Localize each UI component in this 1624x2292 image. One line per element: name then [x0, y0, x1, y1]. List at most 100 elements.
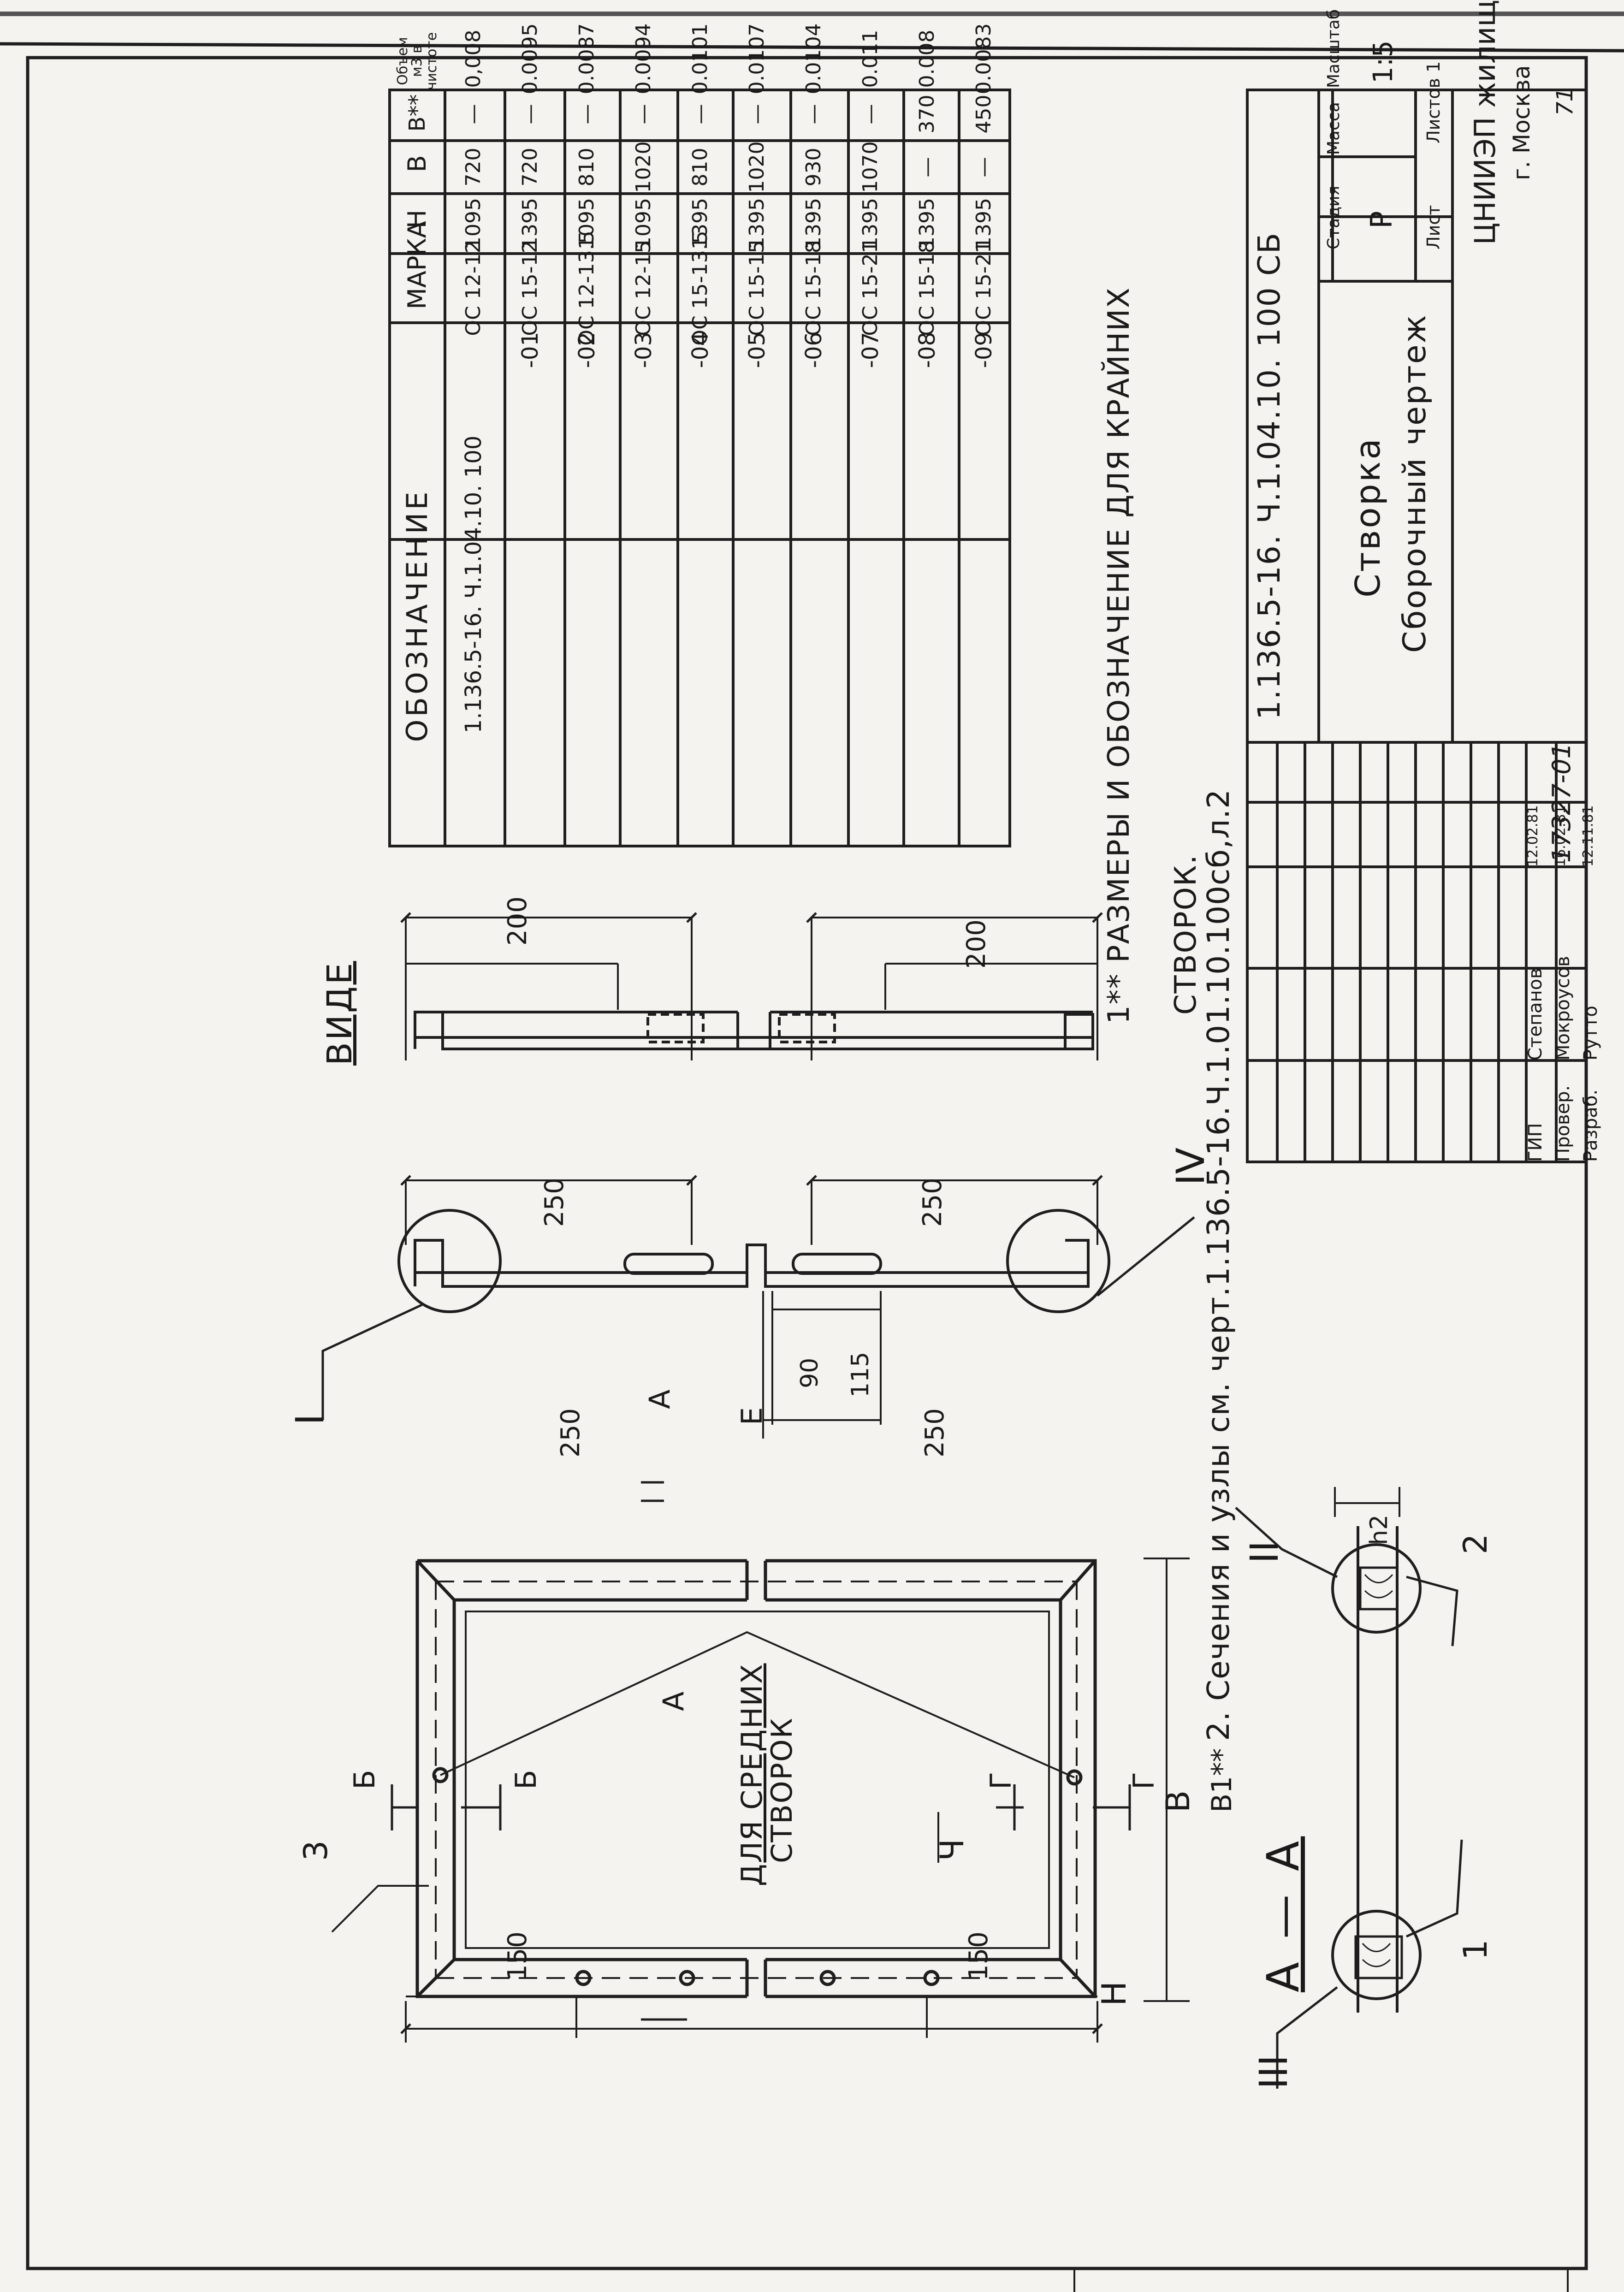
col-header-b2: В** [404, 94, 430, 132]
view-e-label: Е [735, 1407, 769, 1425]
stage-value: Р [1365, 211, 1399, 229]
dim-200-view-top: 200 [503, 896, 533, 946]
spec-cell-mark: ОС 15-15 [745, 240, 769, 336]
org-line-1: ЦНИИЭП жилища [1468, 0, 1502, 245]
spec-cell-h: 1395 [518, 198, 542, 249]
dim-b1-label: В1** [1206, 1748, 1238, 1812]
section-label: А — А [1257, 1836, 1309, 1992]
org-line-2: г. Москва [1508, 65, 1535, 180]
signature-name: Мокроусов [1553, 956, 1574, 1060]
dim-250-node-top: 250 [556, 1408, 586, 1457]
spec-cell-b: 810 [688, 148, 712, 187]
col-header-volume: Объем м3 в чистоте [394, 32, 440, 90]
position-3-label: 3 [297, 1840, 335, 1861]
spec-cell-volume: 0.008 [915, 30, 939, 88]
spec-cell-h: 1395 [915, 198, 939, 249]
dim-h2: h2 [1365, 1514, 1393, 1545]
sheets-label: Листов 1 [1423, 61, 1444, 143]
spec-cell-b2: — [801, 104, 825, 124]
spec-cell-mark: ОС 12-12 [461, 240, 485, 336]
signature-role: ГИП [1525, 1123, 1546, 1162]
dim-150-right: 150 [964, 1931, 994, 1981]
col-header-designation: ОБОЗНАЧЕНИЕ [400, 489, 434, 742]
spec-cell-b: 720 [461, 148, 485, 187]
spec-cell-b2: — [518, 104, 542, 124]
dim-250-view-top: 250 [539, 1178, 569, 1227]
spec-cell-b2: 370 [915, 95, 939, 134]
node-2-label: II [1242, 1540, 1287, 1564]
section-b-right: Б [509, 1770, 543, 1789]
col-header-h: Н [403, 209, 432, 229]
spec-cell-b: 720 [518, 148, 542, 187]
spec-cell-h: 1395 [801, 198, 825, 249]
position-2-label: 2 [1457, 1534, 1494, 1554]
spec-cell-b: 1070 [858, 141, 882, 193]
spec-cell-designation: -08 [914, 332, 940, 368]
node-1-label: I [287, 1414, 332, 1425]
spec-cell-h: 1395 [972, 198, 996, 249]
signature-name: Степанов [1525, 968, 1546, 1060]
spec-cell-volume: 0.011 [858, 30, 882, 88]
archive-number: 17327-01 [1547, 743, 1576, 863]
spec-cell-mark: ОС 15-13.5 [688, 231, 712, 346]
note-1-line-1: 1** РАЗМЕРЫ И ОБОЗНАЧЕНИЕ ДЛЯ КРАЙНИХ [1102, 287, 1136, 1024]
section-g-right: Г [1127, 1772, 1161, 1789]
spec-cell-designation: -09 [971, 332, 997, 368]
spec-cell-b: — [972, 157, 996, 178]
dim-90: 90 [796, 1357, 824, 1388]
spec-cell-mark: ОС 12-13.5 [575, 231, 599, 346]
spec-cell-mark: ОС 15-21 [858, 240, 882, 336]
spec-cell-designation: -05 [744, 332, 770, 368]
col-header-b: В [403, 155, 432, 172]
scale-value: 1:5 [1367, 40, 1399, 83]
middle-sashes-line-2: СТВОРОК [765, 1717, 799, 1863]
section-a-left: А [657, 1691, 690, 1711]
spec-cell-designation: -04 [687, 332, 713, 368]
view-label: ВИДЕ [320, 961, 360, 1066]
spec-cell-designation: -03 [630, 332, 657, 368]
title-line-1: Створка [1348, 437, 1388, 598]
node-4-label: IV [1168, 1147, 1213, 1185]
spec-cell-h: 1395 [688, 198, 712, 249]
spec-cell-volume: 0,008 [461, 30, 485, 88]
spec-cell-b: 1020 [631, 141, 655, 193]
section-a-top: А [643, 1389, 676, 1409]
section-g-left: Г [984, 1772, 1018, 1789]
spec-cell-designation: -06 [800, 332, 827, 368]
note-2: 2. Сечения и узлы см. черт.1.136.5-16.Ч.… [1201, 788, 1236, 1741]
spec-cell-b2: — [858, 104, 882, 124]
spec-cell-designation: -01 [517, 332, 543, 368]
spec-cell-h: 1395 [858, 198, 882, 249]
spec-cell-mark: ОС 15-12 [518, 240, 542, 336]
dim-200-view-bottom: 200 [961, 919, 991, 969]
signature-name: Рутто [1580, 1006, 1601, 1060]
dim-250-node-bottom: 250 [920, 1408, 950, 1457]
spec-cell-b: 1020 [745, 141, 769, 193]
dim-115: 115 [847, 1351, 874, 1398]
spec-cell-b2: — [745, 104, 769, 124]
page-mark: 71 [1552, 87, 1578, 116]
spec-cell-volume: 0.0094 [631, 23, 655, 95]
doc-code: 1.136.5-16. Ч.1.04.10. 100 СБ [1251, 231, 1287, 720]
section-b-left: Б [348, 1770, 381, 1789]
spec-cell-b2: — [461, 104, 485, 124]
spec-cell-b: — [915, 157, 939, 178]
position-1-label: 1 [1457, 1939, 1494, 1960]
spec-cell-b2: — [575, 104, 599, 124]
spec-cell-volume: 0.0104 [801, 23, 825, 95]
spec-cell-mark: ОС 15-21 [972, 240, 996, 336]
signature-role: Провер. [1553, 1085, 1574, 1162]
spec-cell-h: 1395 [745, 198, 769, 249]
scale-label: Масштаб [1324, 9, 1343, 88]
spec-cell-mark: ОС 15-18 [801, 240, 825, 336]
dim-250-view-bottom: 250 [918, 1178, 948, 1227]
title-line-2: Сборочный чертеж [1397, 314, 1433, 653]
signature-date: 12.02.81 [1525, 805, 1541, 867]
dim-b-label: В [1159, 1790, 1197, 1812]
spec-cell-volume: 0.0087 [575, 23, 599, 95]
spec-cell-b2: — [688, 104, 712, 124]
spec-cell-b2: — [631, 104, 655, 124]
